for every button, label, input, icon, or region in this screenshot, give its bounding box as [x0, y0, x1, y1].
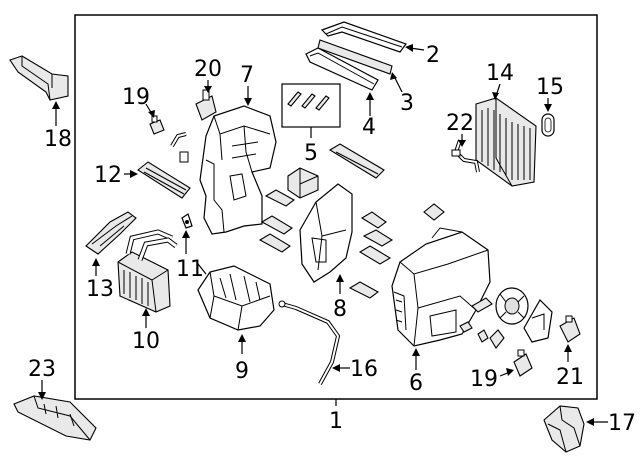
part-6-main-housing[interactable] — [391, 227, 491, 347]
callout-5: 5 — [304, 141, 318, 166]
callout-10: 10 — [132, 329, 160, 354]
part-2-seal[interactable] — [320, 21, 407, 53]
part-21-actuator[interactable] — [559, 315, 581, 343]
part-clip-left[interactable] — [170, 132, 189, 163]
part-small-pieces[interactable] — [459, 297, 505, 349]
part-9-lower-case[interactable] — [197, 265, 275, 331]
callout-17: 17 — [608, 411, 636, 436]
callout-19-top: 19 — [122, 85, 150, 110]
part-door-linkage-b[interactable] — [287, 167, 319, 199]
callout-6: 6 — [409, 371, 423, 396]
part-12-panel[interactable] — [137, 161, 191, 199]
callout-7: 7 — [240, 63, 254, 88]
callout-3: 3 — [400, 91, 414, 116]
part-13-bracket[interactable] — [85, 211, 137, 255]
callout-8: 8 — [333, 297, 347, 322]
callout-11: 11 — [176, 257, 204, 282]
callout-22: 22 — [446, 111, 474, 136]
part-7-housing[interactable] — [199, 105, 277, 235]
callout-9: 9 — [235, 359, 249, 384]
part-bar-center[interactable] — [328, 143, 385, 179]
part-17-duct[interactable] — [543, 405, 585, 453]
callout-14: 14 — [486, 61, 514, 86]
part-16-cable[interactable] — [278, 300, 341, 385]
part-23-duct[interactable] — [13, 395, 97, 441]
part-8-door[interactable] — [299, 183, 353, 283]
part-3-bar[interactable] — [317, 39, 393, 75]
part-22-hose[interactable] — [451, 139, 480, 173]
callout-20: 20 — [194, 57, 222, 82]
part-door-linkage-a[interactable] — [258, 189, 296, 253]
callout-1: 1 — [329, 409, 343, 434]
part-11-clip[interactable] — [181, 213, 193, 229]
part-19-actuator-top[interactable] — [149, 115, 165, 135]
callout-18: 18 — [44, 127, 72, 152]
part-blower-motor[interactable] — [495, 287, 529, 325]
part-14-filter[interactable] — [475, 97, 537, 187]
part-resistor[interactable] — [523, 299, 553, 343]
part-5-clip-set[interactable] — [281, 83, 341, 138]
callout-12: 12 — [94, 163, 122, 188]
callout-23: 23 — [28, 357, 56, 382]
callout-4: 4 — [362, 115, 376, 140]
part-15-seal[interactable] — [541, 113, 555, 137]
callout-13: 13 — [86, 277, 114, 302]
part-4-seal[interactable] — [305, 47, 379, 91]
part-19-actuator-bottom[interactable] — [513, 349, 533, 377]
part-door-pieces[interactable] — [348, 203, 445, 299]
callout-21: 21 — [556, 365, 584, 390]
callout-19-bottom: 19 — [470, 367, 498, 392]
callout-16: 16 — [350, 357, 378, 382]
part-20-actuator[interactable] — [195, 89, 217, 121]
callout-2: 2 — [426, 43, 440, 68]
part-10-heater-core[interactable] — [117, 229, 178, 313]
part-18-duct[interactable] — [9, 55, 69, 101]
callout-15: 15 — [536, 75, 564, 100]
